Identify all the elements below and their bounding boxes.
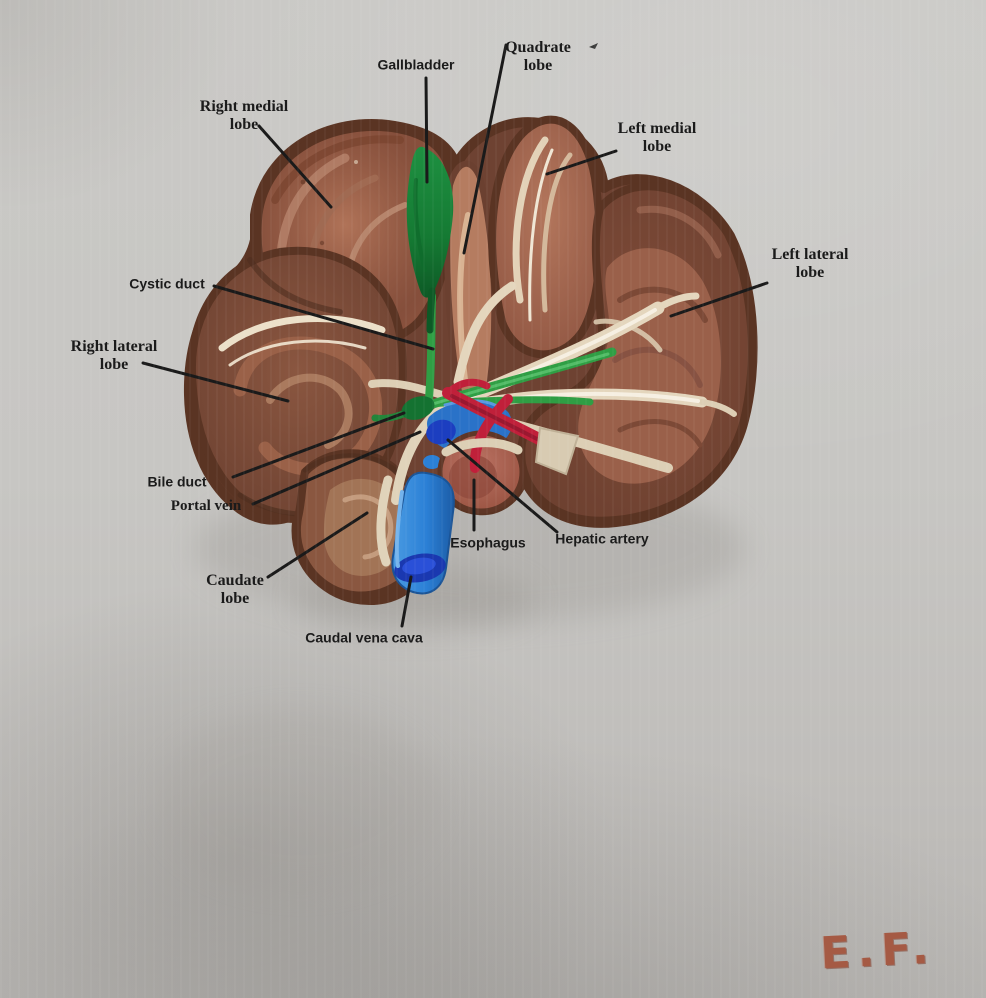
quadrate-lobe-shape bbox=[444, 160, 498, 412]
leader-caudal-vena-cava bbox=[400, 575, 413, 628]
label-quadrate-lobe: Quadrate lobe bbox=[505, 39, 571, 74]
gallbladder-shape bbox=[406, 146, 454, 334]
paint-speck bbox=[589, 43, 598, 49]
left-medial-lobe-shape bbox=[488, 115, 604, 359]
label-hepatic-artery: Hepatic artery bbox=[555, 530, 649, 547]
label-bile-duct: Bile duct bbox=[147, 473, 207, 490]
label-left-lateral-lobe: Left lateral lobe bbox=[771, 246, 849, 281]
label-right-medial-lobe: Right medial lobe bbox=[199, 98, 289, 133]
leader-bile-duct bbox=[231, 411, 406, 479]
label-portal-vein: Portal vein bbox=[170, 498, 242, 514]
label-caudate-lobe: Caudate lobe bbox=[206, 572, 264, 607]
leader-caudate-lobe bbox=[266, 511, 369, 579]
leader-left-medial bbox=[545, 149, 618, 176]
hilum-cream-bands bbox=[376, 426, 580, 567]
label-left-medial-lobe: Left medial lobe bbox=[617, 120, 697, 155]
leader-portal-vein bbox=[251, 430, 422, 506]
label-right-lateral-lobe: Right lateral lobe bbox=[70, 338, 158, 373]
leader-hepatic-artery bbox=[446, 438, 559, 534]
leader-cystic-duct bbox=[212, 284, 435, 351]
hepatic-artery-paint bbox=[442, 378, 555, 473]
label-gallbladder: Gallbladder bbox=[377, 56, 455, 73]
label-caudal-vena-cava: Caudal vena cava bbox=[305, 629, 423, 646]
left-lateral-lobe-shape bbox=[517, 182, 756, 525]
leader-right-medial bbox=[257, 124, 333, 209]
leader-gallbladder bbox=[424, 76, 429, 184]
artist-signature: E.F. bbox=[819, 922, 937, 980]
leader-lines bbox=[141, 43, 769, 628]
caudal-vena-cava-paint bbox=[391, 471, 455, 595]
label-esophagus: Esophagus bbox=[450, 534, 526, 551]
label-cystic-duct: Cystic duct bbox=[129, 275, 205, 292]
leader-right-lateral bbox=[141, 361, 290, 403]
leader-left-lateral bbox=[669, 281, 769, 318]
leader-quadrate-lobe bbox=[462, 43, 508, 255]
